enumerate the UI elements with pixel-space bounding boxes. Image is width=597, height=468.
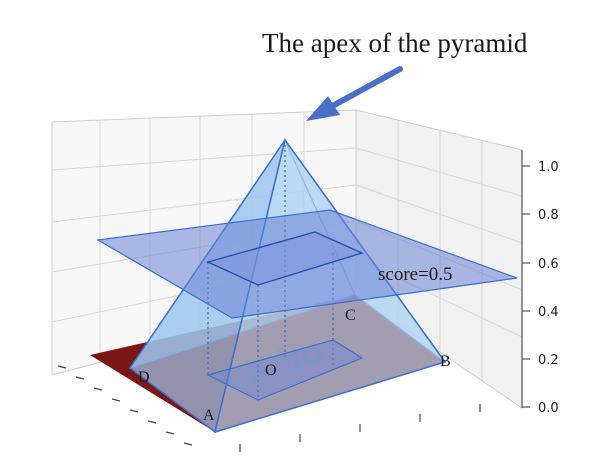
z-tick-label-3: 0.6	[538, 257, 559, 272]
vertex-label-a: A	[203, 407, 215, 424]
z-tick-label-1: 0.2	[538, 353, 559, 368]
z-axis: 0.0 0.2 0.4 0.6 0.8 1.0	[521, 150, 559, 416]
z-tick-label-5: 1.0	[538, 160, 559, 175]
vertex-label-b: B	[440, 353, 451, 370]
diagram-title: The apex of the pyramid	[262, 28, 528, 58]
apex-arrow	[306, 66, 403, 121]
vertex-label-c: C	[345, 307, 356, 324]
vertex-label-d: D	[138, 369, 150, 386]
inner-base-rectangle	[206, 339, 364, 401]
z-tick-label-2: 0.4	[538, 305, 559, 320]
plane-label: score=0.5	[378, 264, 453, 285]
z-tick-label-4: 0.8	[538, 208, 559, 223]
vertex-label-o: O	[265, 362, 277, 379]
z-tick-label-0: 0.0	[538, 401, 559, 416]
floor-ticks	[57, 365, 481, 452]
cross-section-rectangle	[205, 231, 364, 286]
